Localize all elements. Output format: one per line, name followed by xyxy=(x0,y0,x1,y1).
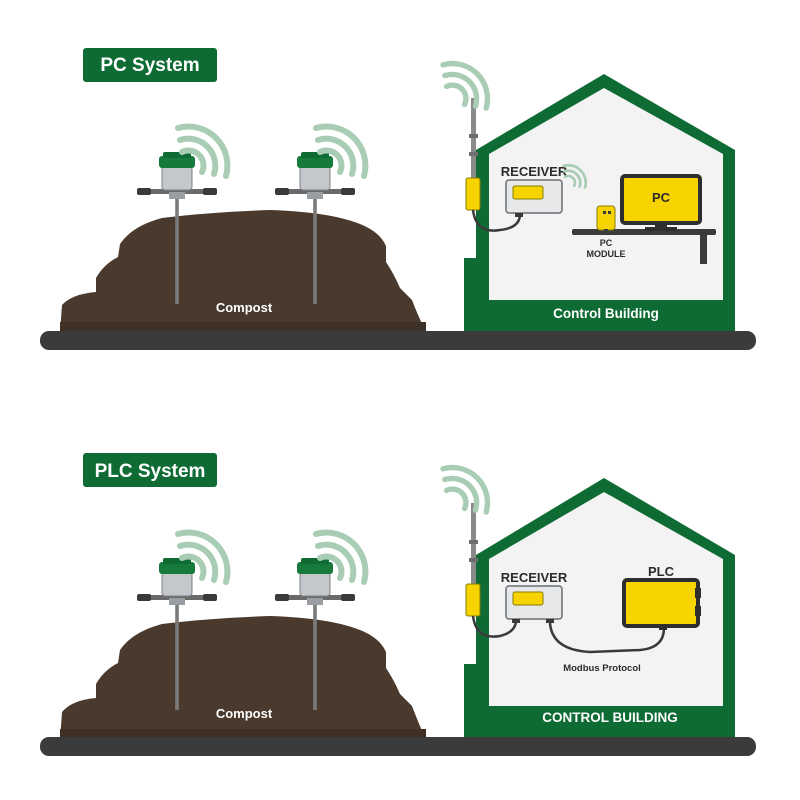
modbus-cable xyxy=(548,622,666,654)
plc-system-panel: PLC System CONTROL BUILDING Compost xyxy=(40,453,756,756)
plc-system-title: PLC System xyxy=(95,461,206,482)
ground-line xyxy=(40,331,756,350)
control-building-label: CONTROL BUILDING xyxy=(542,710,678,725)
plc-unit-icon xyxy=(622,578,701,630)
modbus-protocol-label: Modbus Protocol xyxy=(563,663,641,674)
control-building: CONTROL BUILDING xyxy=(464,478,735,740)
desk xyxy=(572,229,716,235)
pc-label: PC xyxy=(652,190,671,205)
compost-label: Compost xyxy=(216,300,273,315)
pc-system-panel: PC System Control Building Compost xyxy=(40,48,756,350)
plc-system-title-badge xyxy=(83,453,217,487)
pc-monitor-icon xyxy=(620,174,702,231)
antenna-icon xyxy=(465,503,518,638)
plc-label: PLC xyxy=(648,564,675,579)
pc-module-label-line2: MODULE xyxy=(587,249,626,259)
compost-pile xyxy=(60,210,426,332)
receiver-box-icon xyxy=(505,179,563,217)
wireless-wave-icon xyxy=(443,64,487,108)
control-building-label: Control Building xyxy=(553,306,659,321)
receiver-label: RECEIVER xyxy=(501,570,568,585)
pc-system-title-badge xyxy=(83,48,217,82)
ground-line xyxy=(40,737,756,756)
control-building: Control Building xyxy=(464,74,735,332)
receiver-box-icon xyxy=(505,585,563,623)
receiver-label: RECEIVER xyxy=(501,164,568,179)
pc-module-label-line1: PC xyxy=(600,238,613,248)
antenna-icon xyxy=(465,98,522,232)
compost-pile xyxy=(60,616,426,740)
pc-system-title: PC System xyxy=(100,55,199,76)
compost-label: Compost xyxy=(216,706,273,721)
wireless-wave-icon xyxy=(443,468,487,512)
pc-module-icon xyxy=(596,205,616,234)
